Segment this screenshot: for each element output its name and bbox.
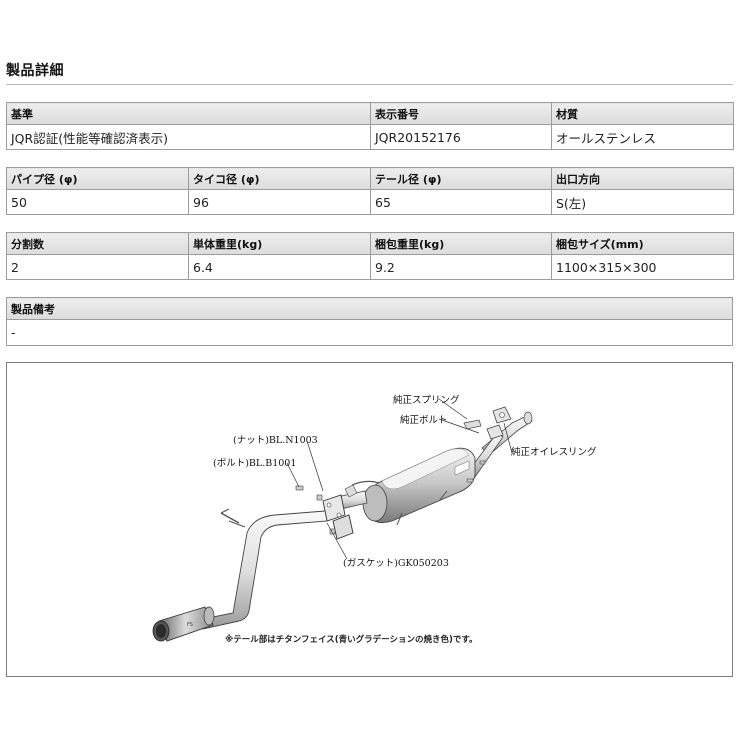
header-display-number: 表示番号: [370, 102, 552, 125]
exhaust-drawing: FS: [152, 398, 533, 642]
header-package-size: 梱包サイズ(mm): [551, 232, 734, 255]
value-split-count: 2: [6, 254, 189, 280]
value-tail-diameter: 65: [370, 189, 552, 215]
tail-finish-note: ※テール部はチタンフェイス(青いグラデーションの焼き色)です。: [225, 635, 478, 645]
header-muffler-diameter: タイコ径 (φ): [188, 167, 371, 190]
front-pipe: [463, 406, 533, 478]
callout-bolt: (ボルト)BL.B1001: [213, 458, 297, 469]
header-product-notes: 製品備考: [6, 297, 733, 320]
spec-table-standard: 基準 表示番号 材質 JQR認証(性能等確認済表示) JQR20152176 オ…: [6, 102, 734, 150]
page-title: 製品詳細: [6, 63, 64, 79]
table-header-row: 基準 表示番号 材質: [6, 102, 734, 125]
table-header-row: パイプ径 (φ) タイコ径 (φ) テール径 (φ) 出口方向: [6, 167, 734, 190]
header-package-weight: 梱包重里(kg): [370, 232, 552, 255]
spec-table-notes: 製品備考 -: [6, 297, 733, 346]
callout-stock-bolt: 純正ボルト: [400, 415, 448, 426]
muffler: [362, 447, 476, 526]
mid-pipe: [336, 480, 380, 510]
leader-lines: [286, 398, 513, 560]
header-split-count: 分割数: [6, 232, 189, 255]
header-pipe-diameter: パイプ径 (φ): [6, 167, 189, 190]
value-pipe-diameter: 50: [6, 189, 189, 215]
rear-pipe: [202, 508, 328, 630]
callout-gasket: (ガスケット)GK050203: [343, 558, 449, 569]
value-package-size: 1100×315×300: [551, 254, 734, 280]
header-tail-diameter: テール径 (φ): [370, 167, 552, 190]
callout-oil-ring: 純正オイレスリング: [511, 447, 597, 458]
value-exit-direction: S(左): [551, 189, 734, 215]
exhaust-diagram: FS 純正スプリング 純正ボルト 純正オイレスリング (ナット)BL.N1003…: [6, 362, 733, 677]
value-material: オールステンレス: [551, 124, 734, 150]
value-package-weight: 9.2: [370, 254, 552, 280]
value-display-number: JQR20152176: [370, 124, 552, 150]
tail-tip: FS: [152, 606, 215, 642]
header-unit-weight: 単体重里(kg): [188, 232, 371, 255]
table-row: -: [6, 319, 733, 346]
spec-table-weight: 分割数 単体重里(kg) 梱包重里(kg) 梱包サイズ(mm) 2 6.4 9.…: [6, 232, 734, 280]
callout-nut: (ナット)BL.N1003: [233, 435, 318, 446]
table-row: 50 96 65 S(左): [6, 189, 734, 215]
value-unit-weight: 6.4: [188, 254, 371, 280]
title-divider: [6, 84, 733, 85]
spec-table-dimensions: パイプ径 (φ) タイコ径 (φ) テール径 (φ) 出口方向 50 96 65…: [6, 167, 734, 215]
header-standard: 基準: [6, 102, 371, 125]
joint-flange: [322, 494, 354, 540]
value-standard: JQR認証(性能等確認済表示): [6, 124, 371, 150]
value-product-notes: -: [6, 319, 733, 346]
table-row: JQR認証(性能等確認済表示) JQR20152176 オールステンレス: [6, 124, 734, 150]
header-material: 材質: [551, 102, 734, 125]
header-exit-direction: 出口方向: [551, 167, 734, 190]
value-muffler-diameter: 96: [188, 189, 371, 215]
table-header-row: 分割数 単体重里(kg) 梱包重里(kg) 梱包サイズ(mm): [6, 232, 734, 255]
svg-text:FS: FS: [187, 622, 193, 628]
bolt-hardware: [295, 460, 486, 535]
table-header-row: 製品備考: [6, 297, 733, 320]
table-row: 2 6.4 9.2 1100×315×300: [6, 254, 734, 280]
callout-stock-spring: 純正スプリング: [393, 395, 460, 406]
